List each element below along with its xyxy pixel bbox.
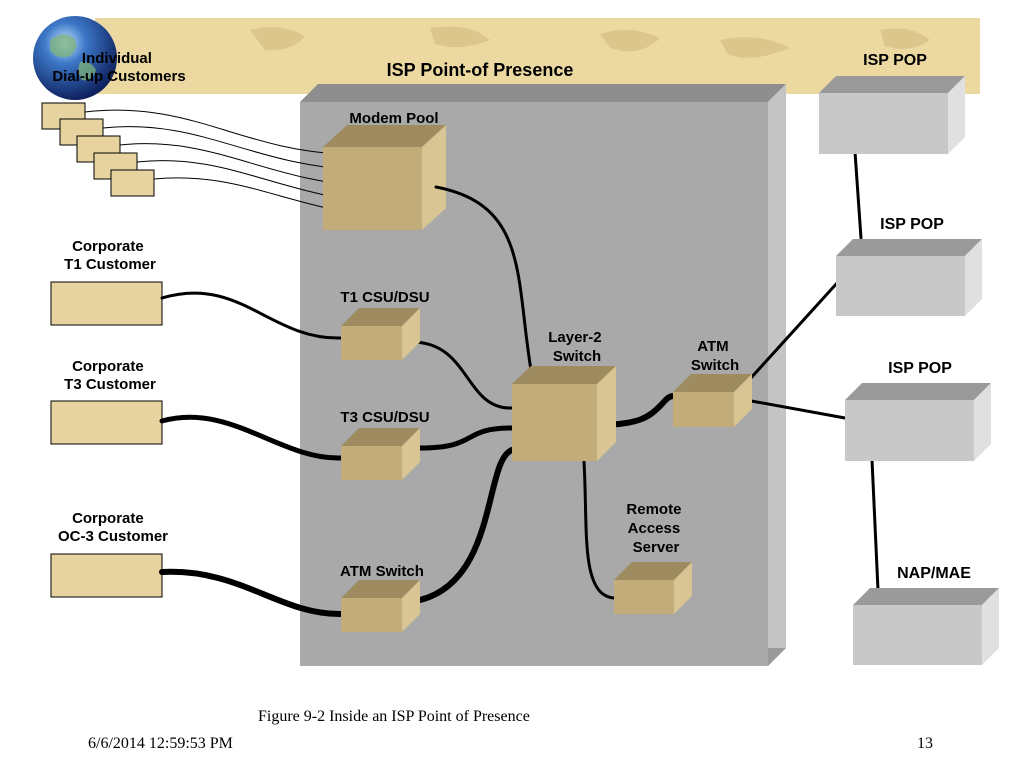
isp-pop-1-label: ISP POP xyxy=(863,52,927,69)
corp-t3-box xyxy=(50,400,163,445)
nap-mae-label: NAP/MAE xyxy=(897,565,971,582)
modem-pool-device xyxy=(323,125,446,230)
isp-pop-3-label: ISP POP xyxy=(888,360,952,377)
dialup-customer-cards xyxy=(41,102,155,197)
corp-t1-label: Corporate T1 Customer xyxy=(64,238,156,273)
modem-pool-label: Modem Pool xyxy=(349,110,438,127)
t3-csu-dsu-label: T3 CSU/DSU xyxy=(340,409,429,426)
corp-oc3-label: Corporate OC-3 Customer xyxy=(58,510,168,545)
isp-pop-box-2 xyxy=(836,239,982,316)
t1-csu-dsu-label: T1 CSU/DSU xyxy=(340,289,429,306)
connection-lines xyxy=(159,150,880,618)
remote-access-server-device xyxy=(614,562,692,614)
layer2-switch-device xyxy=(512,366,616,461)
figure-caption: Figure 9-2 Inside an ISP Point of Presen… xyxy=(258,708,530,725)
atm-switch-right-label: ATM Switch xyxy=(691,338,739,374)
page-number: 13 xyxy=(917,735,933,752)
corp-oc3-box xyxy=(50,553,163,598)
dialup-label: Individual Dial-up Customers xyxy=(52,50,185,85)
isp-pop-box-3 xyxy=(845,383,991,461)
atm-switch-right-device xyxy=(673,374,752,427)
t3-csu-dsu-device xyxy=(341,428,420,480)
page-title: ISP Point-of Presence xyxy=(387,60,574,80)
layer2-switch-label: Layer-2 Switch xyxy=(548,329,606,365)
corp-t3-label: Corporate T3 Customer xyxy=(64,358,156,393)
globe-icon xyxy=(33,16,117,100)
isp-pop-2-label: ISP POP xyxy=(880,216,944,233)
corp-t1-box xyxy=(50,281,163,326)
nap-mae-box xyxy=(853,588,999,665)
footer-date: 6/6/2014 12:59:53 PM xyxy=(88,735,233,752)
dialup-card xyxy=(110,169,155,197)
t1-csu-dsu-device xyxy=(341,308,420,360)
atm-switch-left-label: ATM Switch xyxy=(340,563,424,580)
atm-switch-left-device xyxy=(341,580,420,632)
remote-access-server-label: Remote Access Server xyxy=(626,501,685,556)
map-banner xyxy=(95,18,980,94)
isp-pop-box-1 xyxy=(819,76,965,154)
